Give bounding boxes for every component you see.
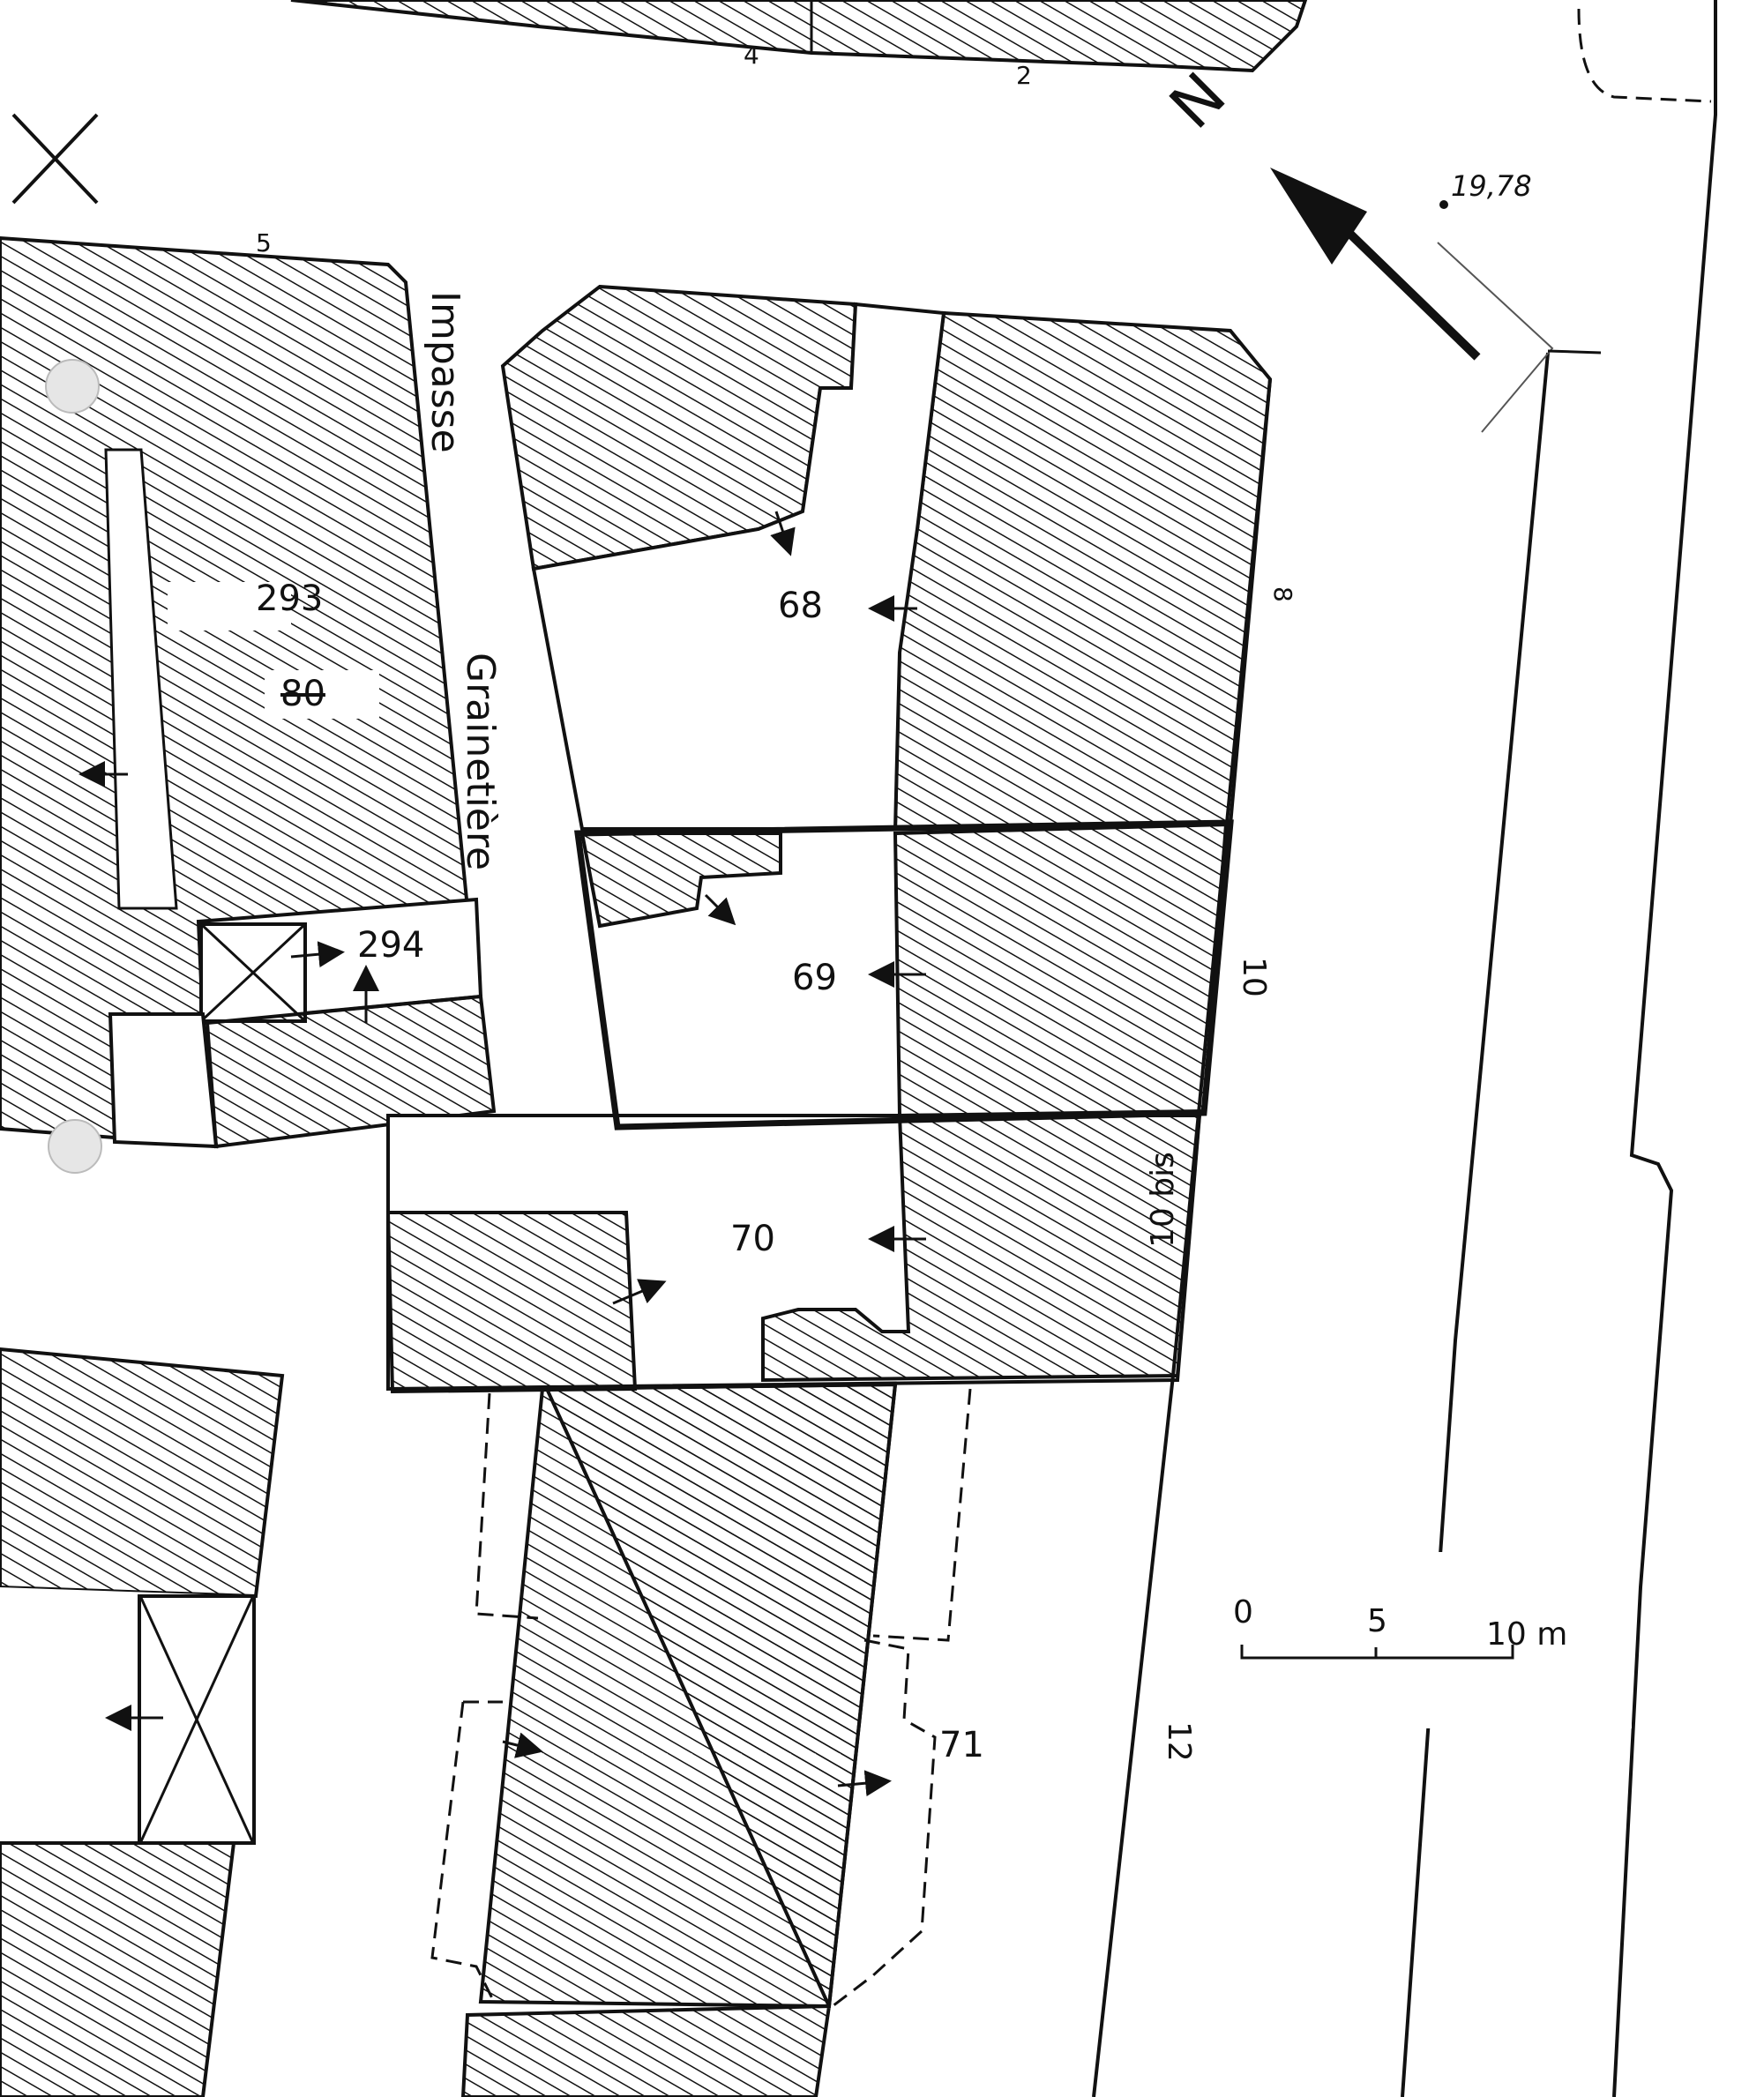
parcel-69-label: 69 <box>792 958 837 998</box>
parcel-80-label: 80 <box>280 674 325 714</box>
house-number-12: 12 <box>1161 1721 1197 1762</box>
scale-tick-10: 10 m <box>1486 1616 1567 1653</box>
street-lines <box>1092 0 1717 2097</box>
cross-mark <box>11 113 99 205</box>
lower-left-block <box>0 1347 285 2097</box>
parcel-294-label: 294 <box>357 925 424 966</box>
house-number-10bis: 10 bis <box>1145 1152 1181 1248</box>
parcel-68 <box>500 284 1273 832</box>
scale-bar <box>1200 1552 1632 1728</box>
parcel-68-label: 68 <box>778 586 823 626</box>
house-number-5: 5 <box>256 228 272 257</box>
highlight-parcel-69 <box>574 819 1234 1131</box>
parcel-71-label: 71 <box>939 1725 984 1765</box>
top-buildings <box>290 0 1308 73</box>
parcel-71 <box>430 1382 972 2097</box>
elevation-label: 19,78 <box>1451 169 1532 203</box>
house-number-4: 4 <box>744 41 759 70</box>
north-label: N <box>1156 59 1240 143</box>
parcel-70 <box>385 1110 1202 1394</box>
parcel-69 <box>579 822 1229 1118</box>
scale-tick-5: 5 <box>1367 1603 1387 1639</box>
punch-hole <box>45 359 100 414</box>
north-arrow <box>1270 168 1602 433</box>
parcel-70-label: 70 <box>730 1219 775 1259</box>
house-number-2: 2 <box>1016 61 1032 90</box>
house-number-8: 8 <box>1268 586 1297 602</box>
access-arrows <box>78 511 926 1797</box>
corner-curve <box>1577 8 1712 103</box>
parcel-293-label: 293 <box>256 578 323 619</box>
house-number-10: 10 <box>1236 957 1272 997</box>
punch-hole <box>48 1119 102 1174</box>
street-grainetiere: Grainetière <box>458 653 503 870</box>
elevation-point <box>1439 200 1448 209</box>
street-impasse: Impasse <box>422 291 467 453</box>
scale-tick-0: 0 <box>1233 1594 1253 1631</box>
